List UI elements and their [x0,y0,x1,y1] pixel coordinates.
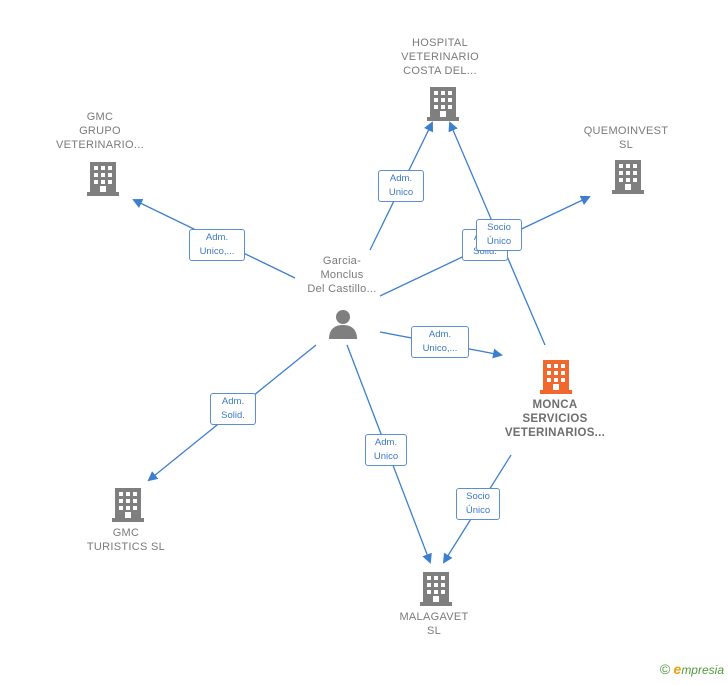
building-icon[interactable] [427,85,459,121]
brand-logo-text: mpresia [681,663,724,677]
building-icon[interactable] [87,160,119,196]
edge-badge-person-gmc-turistics[interactable]: Adm. Solid. [210,393,256,425]
node-label-gmc-turistics[interactable]: GMC TURISTICS SL [86,527,166,553]
edge-badge-person-gmc-grupo[interactable]: Adm. Unico,... [189,229,245,261]
node-label-monca[interactable]: MONCA SERVICIOS VETERINARIOS... [504,399,606,439]
node-label-malagavet[interactable]: MALAGAVET SL [399,611,469,637]
edge-badge-monca-malagavet[interactable]: Socio Único [456,488,500,520]
building-icon[interactable] [612,158,644,194]
edge-badge-monca-hospital[interactable]: Socio Único [476,219,522,251]
copyright-symbol: © [659,661,671,677]
building-icon[interactable] [112,486,144,522]
person-icon[interactable] [328,309,358,339]
edge-badge-person-monca[interactable]: Adm. Unico,... [411,326,469,358]
node-label-person[interactable]: Garcia- Monclus Del Castillo... [307,255,377,295]
edge-badge-person-hospital[interactable]: Adm. Unico [378,170,424,202]
building-icon-main[interactable] [540,358,572,394]
building-icon[interactable] [420,570,452,606]
brand-footer: © empresia [660,661,724,677]
node-label-quemoinvest[interactable]: QUEMOINVEST SL [583,125,669,151]
edge-badge-person-malagavet[interactable]: Adm. Unico [365,434,407,466]
node-label-gmc-grupo[interactable]: GMC GRUPO VETERINARIO... [56,111,144,151]
node-label-hospital[interactable]: HOSPITAL VETERINARIO COSTA DEL... [401,37,479,77]
brand-logo-e: e [673,661,682,677]
